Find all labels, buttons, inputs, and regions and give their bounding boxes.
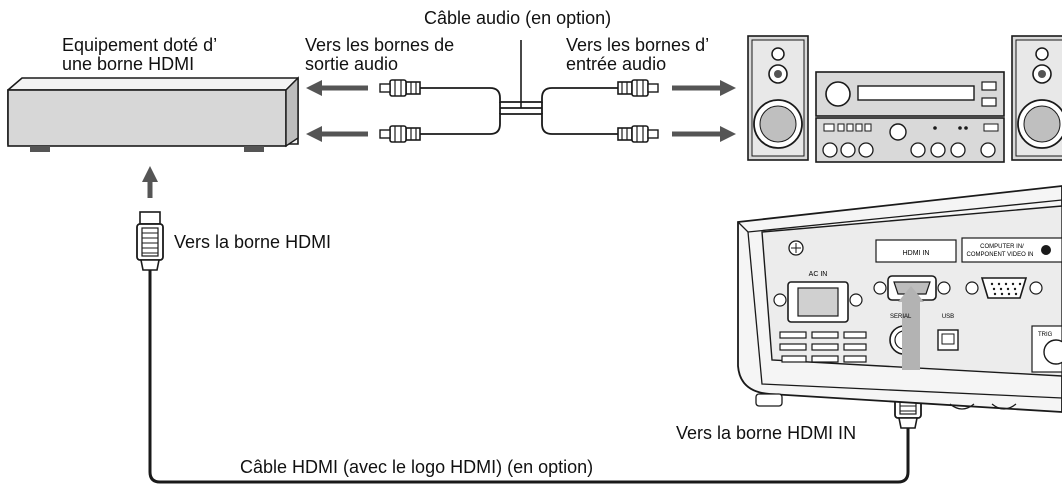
panel-usb-label: USB (942, 314, 954, 320)
audio-cable-label: Câble audio (en option) (424, 8, 612, 28)
hdmi-source-device (7, 76, 299, 152)
panel-computer-in-label: COMPUTER IN/ (980, 244, 1024, 250)
arrow-right-top (672, 80, 736, 96)
panel-component-label: COMPONENT VIDEO IN (967, 252, 1034, 258)
audio-out-label-line1: Vers les bornes de (305, 35, 455, 55)
arrow-left-bottom (306, 126, 368, 142)
hdmi-in-terminal-label: Vers la borne HDMI IN (676, 423, 857, 443)
audio-cable (379, 40, 659, 143)
hdmi-terminal-label: Vers la borne HDMI (174, 232, 332, 252)
audio-out-label-line2: sortie audio (305, 54, 399, 74)
panel-ac-in-label: AC IN (809, 271, 828, 278)
speaker-left (747, 35, 809, 161)
hdmi-cable (136, 211, 922, 484)
audio-in-label-line2: entrée audio (566, 54, 667, 74)
arrow-left-top (306, 80, 368, 96)
panel-serial-label: SERIAL (890, 314, 912, 320)
panel-trigger-label: TRIG (1038, 332, 1053, 338)
device-label-line2: une borne HDMI (62, 54, 195, 74)
projector (737, 185, 1062, 413)
device-label-line1: Equipement doté d’ (62, 35, 218, 55)
speaker-right (1011, 35, 1062, 161)
arrow-up-to-device (142, 166, 158, 198)
amplifier (815, 71, 1005, 163)
hdmi-cable-label: Câble HDMI (avec le logo HDMI) (en optio… (240, 457, 594, 477)
audio-in-label-line1: Vers les bornes d’ (566, 35, 710, 55)
arrow-right-bottom (672, 126, 736, 142)
panel-hdmi-in-label: HDMI IN (903, 250, 930, 257)
